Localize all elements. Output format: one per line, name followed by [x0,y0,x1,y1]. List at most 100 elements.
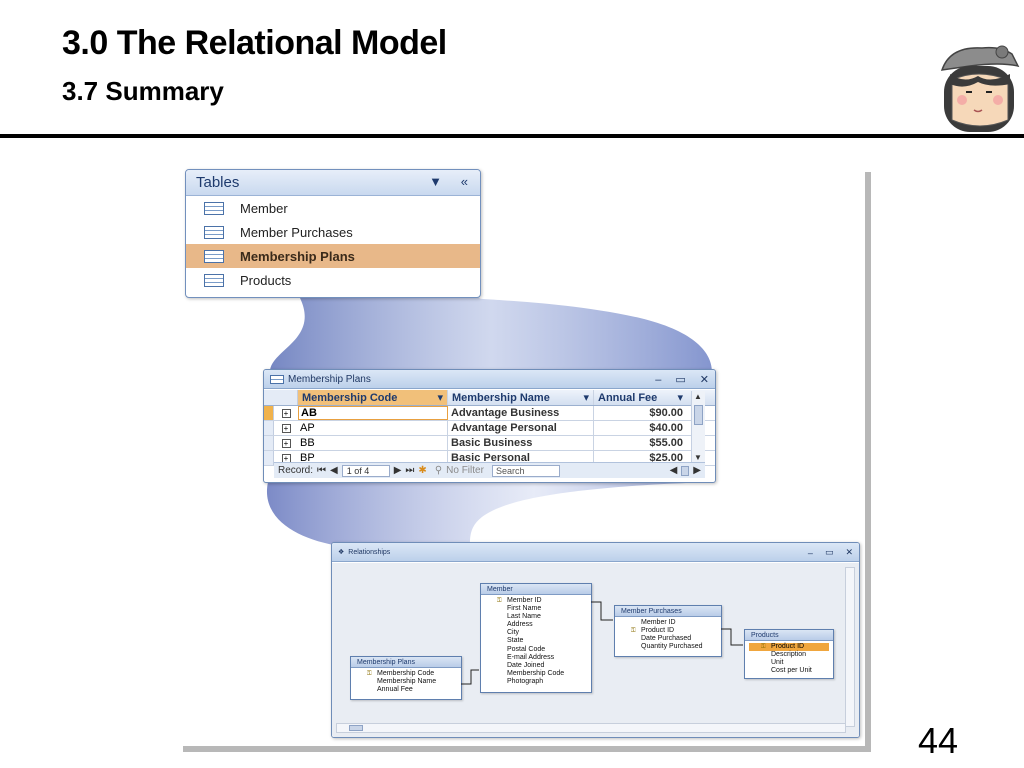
rel-table-products[interactable]: Products Product ID Description Unit Cos… [744,629,834,679]
filter-indicator[interactable]: ⚲ No Filter [431,465,488,476]
rel-table-member[interactable]: Member Member ID First Name Last Name Ad… [480,583,592,693]
next-record-icon[interactable]: ▶ [393,465,402,476]
field-member-id[interactable]: Member ID [641,619,676,626]
maximize-button[interactable]: ▭ [675,374,686,386]
record-position-field[interactable]: 1 of 4 [341,464,390,477]
field-date-joined[interactable]: Date Joined [507,661,545,669]
cell-annual-fee[interactable]: $25.00 [649,452,683,464]
previous-record-icon[interactable]: ◀ [330,465,338,476]
relationships-horizontal-scrollbar[interactable] [336,723,846,733]
relationships-canvas: Membership Plans Membership Code Members… [332,563,859,737]
cell-membership-name[interactable]: Advantage Business [448,406,594,420]
sort-dropdown-icon: ▾ [583,392,589,404]
search-input[interactable]: Search [491,464,560,477]
field-state[interactable]: State [507,637,524,645]
maximize-button[interactable]: ▭ [824,547,834,557]
slide-title: 3.0 The Relational Model [62,24,447,62]
cell-membership-code[interactable]: AP [298,421,448,435]
column-header-membership-code[interactable]: Membership Code▾ [298,390,448,405]
row-selector[interactable] [264,436,274,450]
nav-item-membership-plans[interactable]: Membership Plans [186,244,480,268]
field-membership-code[interactable]: Membership Code [507,669,565,677]
field-unit[interactable]: Unit [771,659,784,667]
vertical-scrollbar[interactable]: ▲ ▼ [691,391,705,463]
scroll-right-icon[interactable]: ▶ [693,465,701,476]
minimize-button[interactable]: – [807,547,813,558]
field-membership-name[interactable]: Membership Name [377,678,437,686]
field-quantity-purchased[interactable]: Quantity Purchased [641,643,703,651]
datasheet-header-row: Membership Code▾ Membership Name▾ Annual… [264,390,715,406]
nav-pane-title: Tables [196,174,240,191]
nav-dropdown-icon[interactable]: ▼ [429,174,442,189]
close-button[interactable]: ✕ [699,374,709,386]
field-last-name[interactable]: Last Name [507,613,541,621]
record-label: Record: [278,465,314,476]
cartoon-avatar-icon [940,45,1020,132]
field-address[interactable]: Address [507,621,533,629]
collapse-pane-icon[interactable]: « [460,174,468,189]
field-date-purchased[interactable]: Date Purchased [641,635,692,643]
field-cost-per-unit[interactable]: Cost per Unit [771,667,812,675]
table-row[interactable]: + AP Advantage Personal $40.00 [264,421,715,436]
scroll-left-icon[interactable]: ◀ [669,465,678,476]
nav-item-member[interactable]: Member [186,196,480,220]
rel-table-member-purchases[interactable]: Member Purchases Member ID Product ID Da… [614,605,722,657]
field-membership-code[interactable]: Membership Code [355,670,457,678]
cell-annual-fee[interactable]: $90.00 [649,407,683,419]
nav-item-member-purchases[interactable]: Member Purchases [186,220,480,244]
new-record-icon[interactable]: ✱ [418,465,427,476]
minimize-button[interactable]: – [655,373,662,386]
field-product-id[interactable]: Product ID [749,643,829,651]
filter-label: No Filter [446,465,484,476]
nav-pane-header: Tables ▼ « [186,170,480,196]
column-header-membership-name[interactable]: Membership Name▾ [448,390,594,405]
datasheet-titlebar: Membership Plans – ▭ ✕ [264,370,715,389]
datasheet-title: Membership Plans [288,373,371,385]
table-row[interactable]: + AB Advantage Business $90.00 [264,406,715,421]
cell-membership-name[interactable]: Advantage Personal [448,421,594,435]
row-selector[interactable] [264,421,274,435]
column-header-annual-fee[interactable]: Annual Fee▾ [598,391,683,405]
cell-annual-fee[interactable]: $55.00 [649,437,683,449]
row-selector[interactable] [264,451,274,465]
field-description[interactable]: Description [771,651,807,659]
slide-subtitle: 3.7 Summary [62,76,224,106]
close-button[interactable]: ✕ [845,547,853,557]
cell-membership-code[interactable]: BB [298,436,448,450]
row-selector[interactable] [264,406,274,420]
field-city[interactable]: City [507,629,520,637]
rel-table-membership-plans[interactable]: Membership Plans Membership Code Members… [350,656,462,700]
cell-membership-code[interactable]: BP [298,451,448,465]
expand-icon[interactable]: + [281,423,291,433]
select-all-cell[interactable] [264,390,298,405]
scroll-up-icon[interactable]: ▲ [694,392,702,401]
relationships-title: Relationships [348,548,391,556]
field-product-id[interactable]: Product ID [619,627,717,635]
field-first-name[interactable]: First Name [507,605,542,613]
expand-icon[interactable]: + [281,438,291,448]
field-postal-code[interactable]: Postal Code [507,645,546,653]
expand-icon[interactable]: + [281,408,291,418]
horizontal-scroll-thumb[interactable] [681,465,690,476]
sort-dropdown-icon: ▾ [437,392,443,404]
cell-membership-code[interactable]: AB [298,406,448,420]
table-icon [204,225,224,239]
field-photograph[interactable]: Photograph [507,677,544,685]
field-member-id[interactable]: Member ID [485,597,587,605]
cell-annual-fee[interactable]: $40.00 [649,422,683,434]
field-email-address[interactable]: E-mail Address [507,653,555,661]
relationships-vertical-scrollbar[interactable] [845,567,855,727]
first-record-icon[interactable]: ⏮ [317,465,327,476]
scroll-down-icon[interactable]: ▼ [694,453,702,462]
title-divider [0,134,1024,138]
scroll-thumb[interactable] [349,725,363,731]
field-annual-fee[interactable]: Annual Fee [377,686,413,694]
cell-membership-name[interactable]: Basic Personal [448,451,594,465]
tables-nav-pane: Tables ▼ « Member Member Purchases Membe… [185,169,481,298]
record-navigation-bar: Record: ⏮ ◀ 1 of 4 ▶ ⏭ ✱ ⚲ No Filter Sea… [274,462,705,478]
last-record-icon[interactable]: ⏭ [405,465,415,476]
scroll-thumb[interactable] [694,405,703,425]
table-row[interactable]: + BB Basic Business $55.00 [264,436,715,451]
cell-membership-name[interactable]: Basic Business [448,436,594,450]
nav-item-products[interactable]: Products [186,268,480,292]
